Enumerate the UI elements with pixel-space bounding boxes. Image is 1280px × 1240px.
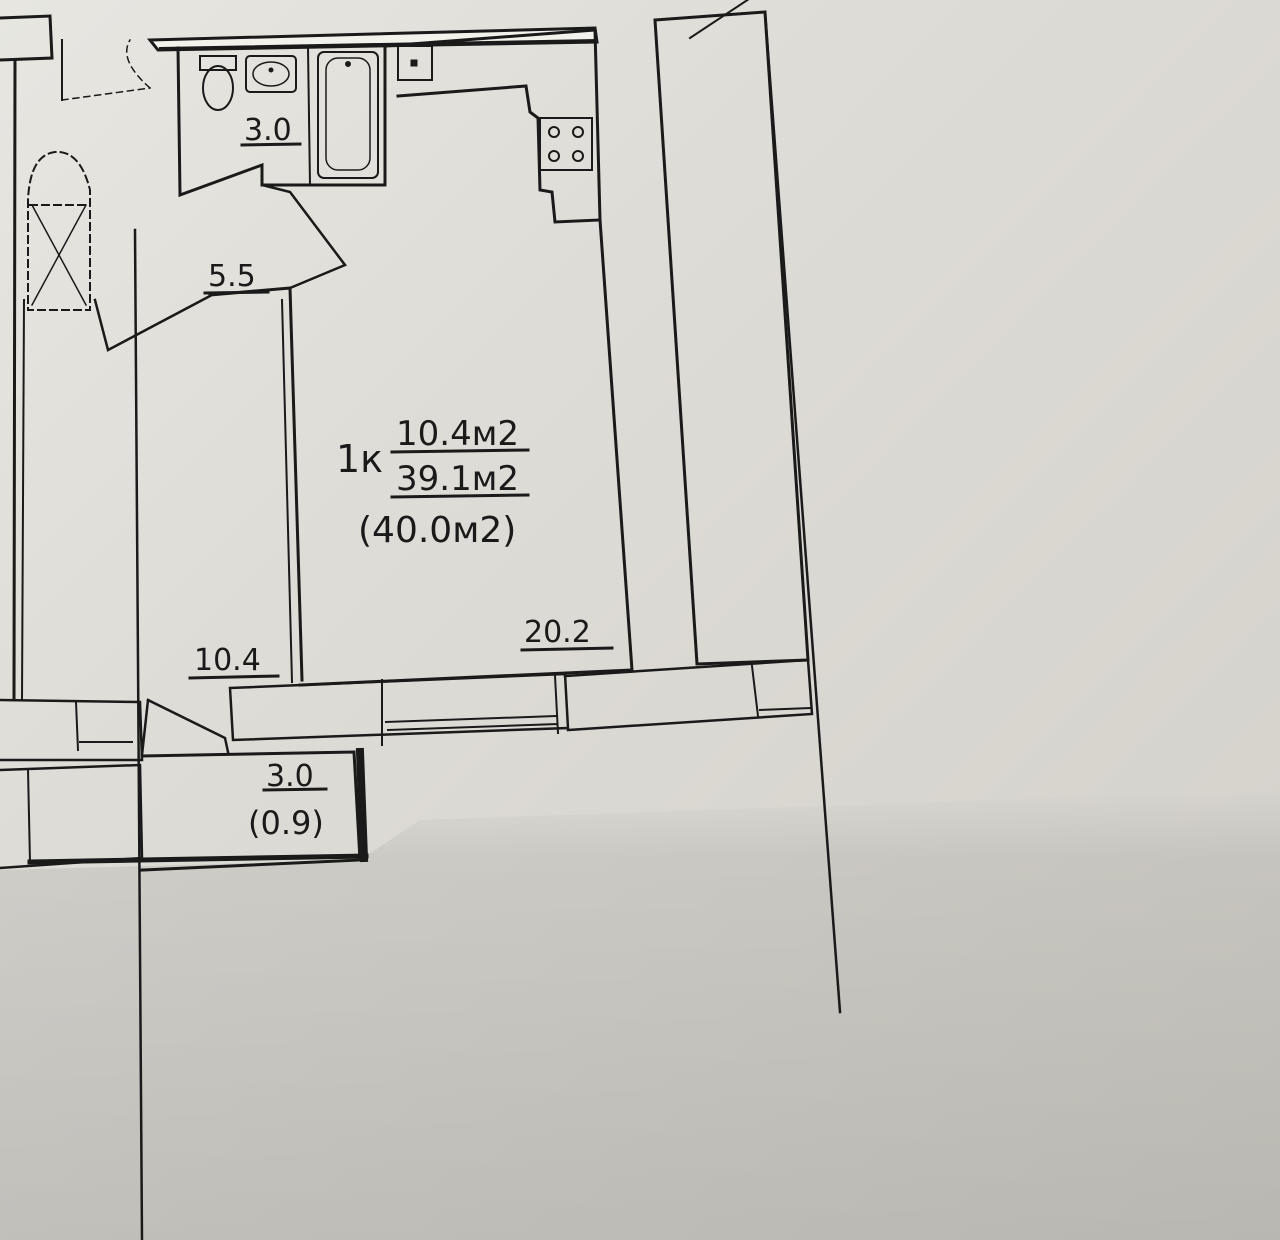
window-right-frame — [750, 664, 812, 718]
hallway-area-underline — [203, 290, 270, 295]
right-guide-line — [763, 10, 842, 1014]
bathroom-area-label: 3.0 — [244, 113, 292, 148]
stove-burner — [548, 150, 560, 162]
total-with-balcony-label: (40.0м2) — [358, 510, 516, 551]
wardrobe-outline — [26, 150, 91, 311]
photo-shadow — [0, 790, 1280, 1240]
balcony-reduced-area-label: (0.9) — [248, 804, 324, 842]
bedroom-partition-inner — [280, 298, 294, 684]
bathtub-inner — [325, 57, 371, 171]
living-area-fraction-line — [390, 448, 530, 454]
balcony-inner-left — [26, 768, 32, 864]
stove-burner — [572, 150, 584, 162]
bathtub — [317, 51, 379, 179]
stove-burner — [548, 126, 560, 138]
window-wall-right — [563, 658, 814, 732]
toilet-tank — [199, 55, 237, 71]
balcony-rail-thick — [355, 747, 369, 863]
hallway-area-label: 5.5 — [208, 259, 256, 294]
left-edge-line-2 — [20, 298, 26, 702]
balcony-outline-right — [140, 750, 362, 872]
bedroom-partition — [208, 286, 304, 682]
window-left-frame — [74, 700, 133, 752]
bedroom-area-label: 10.4 — [194, 643, 261, 678]
bathroom-divider — [306, 46, 312, 187]
kitchen-wall — [383, 28, 602, 224]
sink-drain — [268, 67, 274, 73]
bathroom-walls — [176, 44, 387, 198]
bathroom-area-underline — [240, 142, 302, 147]
entry-door-arc — [61, 38, 152, 101]
window-wall-bottom — [228, 672, 570, 742]
kitchen-living-area-underline — [520, 646, 614, 652]
toilet-bowl — [202, 65, 234, 111]
wall-top-inner — [158, 38, 598, 50]
vertical-guide-left — [133, 228, 144, 1240]
bedroom-wall-top — [93, 294, 212, 352]
living-area-label: 10.4м2 — [396, 414, 519, 454]
washing-machine — [397, 45, 433, 81]
bathtub-drain — [345, 61, 351, 67]
balcony-outline — [0, 763, 144, 870]
bedroom-area-underline — [188, 674, 280, 680]
window-sill — [381, 674, 560, 746]
apartment-type-label: 1к — [336, 437, 383, 481]
balcony-area-label: 3.0 — [266, 759, 314, 794]
sink-basin — [245, 55, 297, 93]
total-area-fraction-line — [390, 493, 530, 499]
left-edge-line — [12, 58, 17, 702]
kitchen-living-area-label: 20.2 — [524, 615, 591, 650]
sink-bowl — [252, 61, 290, 87]
stove-burner — [572, 126, 584, 138]
total-area-label: 39.1м2 — [396, 459, 519, 499]
wardrobe-cross — [30, 203, 88, 307]
washing-machine-dot — [410, 59, 418, 67]
kitchen-door-swing — [260, 183, 347, 290]
wall-top — [146, 26, 599, 52]
window-wall-left — [0, 698, 144, 762]
right-diagonal — [688, 0, 750, 40]
balcony-area-underline — [262, 787, 328, 792]
balcony-rail-bottom — [27, 853, 369, 865]
wall-top-left — [0, 14, 54, 62]
balcony-door — [140, 698, 230, 757]
stove — [539, 117, 593, 171]
right-column — [653, 10, 810, 666]
